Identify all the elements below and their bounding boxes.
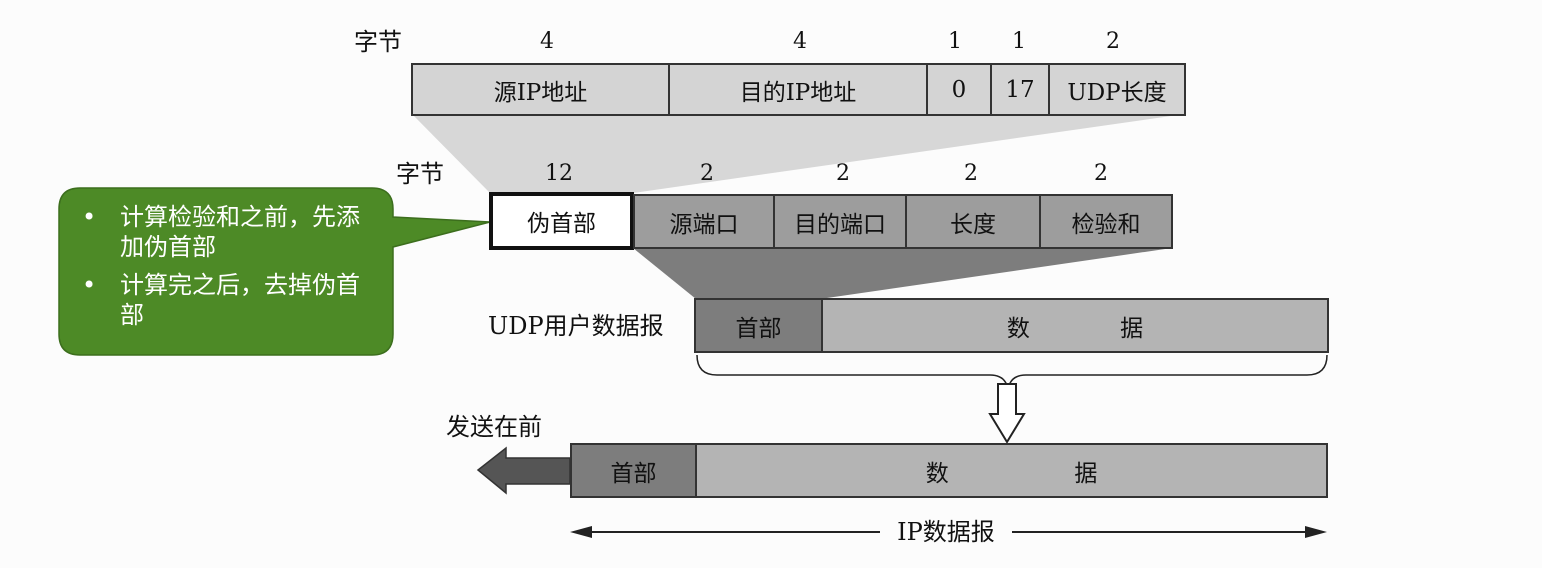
ip-data-char-2: 据 — [1074, 460, 1098, 487]
udp-size-length: 2 — [964, 161, 978, 186]
callout-item-text: 计算完之后，去掉伪首部 — [120, 271, 360, 329]
pseudo-header-udp-length: UDP长度 — [1067, 79, 1167, 106]
ip-span-right-arrowhead-icon — [1305, 526, 1327, 538]
ip-data-char-1: 数 — [925, 460, 949, 487]
ip-datagram-span-label: IP数据报 — [897, 518, 995, 546]
ip-span-left-arrowhead-icon — [570, 526, 592, 538]
pseudo-header-dst-ip: 目的IP地址 — [670, 65, 928, 114]
udp-size-src-port: 2 — [700, 161, 714, 186]
udp-size-checksum: 2 — [1094, 161, 1108, 186]
ip-datagram-header: 首部 — [572, 445, 697, 496]
udp-checksum: 检验和 — [1071, 211, 1141, 238]
udp-size-pseudo: 12 — [545, 161, 573, 186]
ip-datagram-data: 数 据 — [697, 445, 1326, 496]
top-size-protocol: 1 — [1012, 29, 1026, 54]
udp-header-row: 源端口 目的端口 长度 检验和 — [633, 194, 1173, 249]
udp-src-port: 源端口 — [635, 196, 775, 247]
callout-item: • 计算检验和之前，先添加伪首部 — [82, 202, 372, 262]
udp-data-char-1: 数 — [1006, 315, 1030, 342]
udp-data-char-2: 据 — [1120, 315, 1144, 342]
udp-datagram-row: 首部 数 据 — [694, 298, 1329, 353]
pseudo-header-cell: 伪首部 — [489, 192, 634, 250]
udp-byte-label: 字节 — [396, 160, 444, 188]
down-arrow-icon — [988, 383, 1026, 444]
bullet-icon: • — [82, 271, 97, 299]
pseudo-header-zero: 0 — [928, 65, 992, 114]
top-size-dst-ip: 4 — [793, 29, 807, 54]
callout-text: • 计算检验和之前，先添加伪首部 • 计算完之后，去掉伪首部 — [82, 202, 372, 338]
udp-size-dst-port: 2 — [836, 161, 850, 186]
udp-length: 长度 — [907, 196, 1041, 247]
pseudo-header-row: 源IP地址 目的IP地址 0 17 UDP长度 — [411, 63, 1186, 116]
callout-item-text: 计算检验和之前，先添加伪首部 — [120, 203, 360, 261]
udp-dst-port: 目的端口 — [775, 196, 907, 247]
udp-datagram-header: 首部 — [696, 300, 823, 351]
callout-item: • 计算完之后，去掉伪首部 — [82, 270, 372, 330]
ip-datagram-row: 首部 数 据 — [570, 443, 1328, 498]
udp-datagram-label: UDP用户数据报 — [488, 312, 664, 340]
udp-datagram-data: 数 据 — [823, 300, 1327, 351]
bullet-icon: • — [82, 203, 97, 231]
top-size-src-ip: 4 — [540, 29, 554, 54]
udp-header-expansion-shape — [633, 248, 1172, 299]
pseudo-header-expansion-shape — [412, 114, 1185, 193]
top-byte-label: 字节 — [354, 28, 402, 56]
pseudo-header-src-ip: 源IP地址 — [413, 65, 670, 114]
send-first-label: 发送在前 — [446, 413, 542, 441]
top-size-zero: 1 — [948, 29, 962, 54]
send-direction-arrow-icon — [476, 446, 571, 495]
callout-bubble — [58, 187, 491, 356]
top-size-udp-length: 2 — [1106, 29, 1120, 54]
pseudo-header-protocol: 17 — [992, 65, 1050, 114]
